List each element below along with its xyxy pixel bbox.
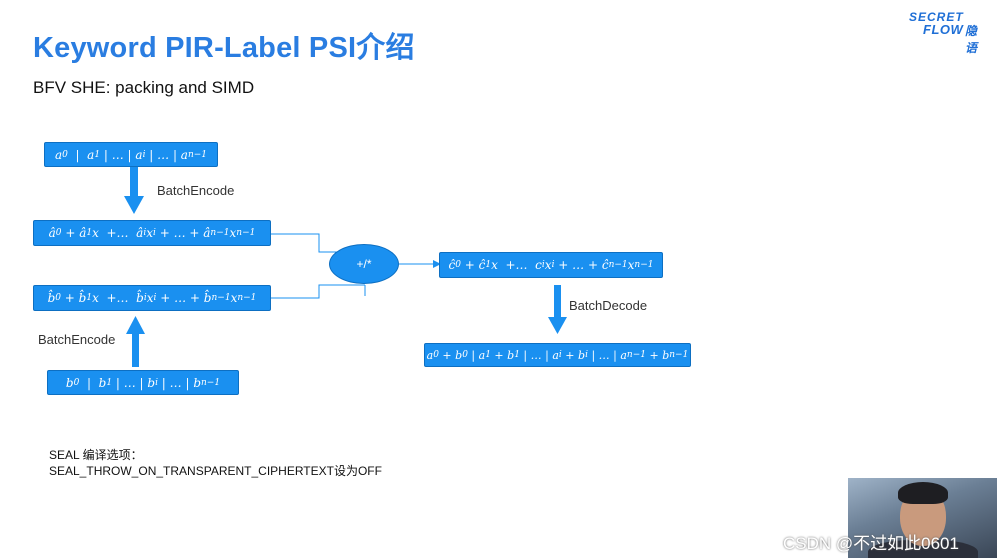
logo-text-yinyu: 隐语	[965, 24, 978, 55]
operator-node: +/*	[329, 244, 399, 284]
arrow-head-encode-top	[124, 196, 144, 214]
logo-text-secret: SECRET	[909, 10, 964, 24]
arrow-head-decode	[548, 317, 567, 334]
seal-compile-note: SEAL 编译选项： SEAL_THROW_ON_TRANSPARENT_CIP…	[49, 447, 382, 479]
logo-text-flow: FLOW	[923, 22, 964, 37]
connector-a-to-op	[271, 233, 338, 253]
arrow-head-encode-bottom	[126, 316, 145, 334]
note-line-2: SEAL_THROW_ON_TRANSPARENT_CIPHERTEXT设为OF…	[49, 464, 382, 478]
presenter-shirt	[868, 540, 978, 558]
note-line-1: SEAL 编译选项：	[49, 448, 143, 462]
slide-subtitle: BFV SHE: packing and SIMD	[33, 78, 255, 97]
presenter-hair	[898, 482, 948, 504]
arrow-shaft-encode-top	[130, 166, 138, 196]
connector-b-to-op	[271, 284, 365, 299]
csdn-watermark: CSDN @不过如此0601	[783, 534, 959, 553]
arrow-head-op-to-c	[433, 260, 441, 268]
label-batchencode-top: BatchEncode	[157, 183, 235, 198]
secretflow-logo: SECRET FLOW 隐语	[905, 10, 985, 55]
label-batchencode-bottom: BatchEncode	[38, 332, 116, 347]
label-batchdecode: BatchDecode	[569, 298, 648, 313]
arrow-shaft-encode-bottom	[132, 333, 139, 367]
slide-title: Keyword PIR-Label PSI介绍	[33, 32, 415, 64]
presenter-webcam	[848, 478, 997, 558]
arrow-shaft-decode	[554, 285, 561, 318]
